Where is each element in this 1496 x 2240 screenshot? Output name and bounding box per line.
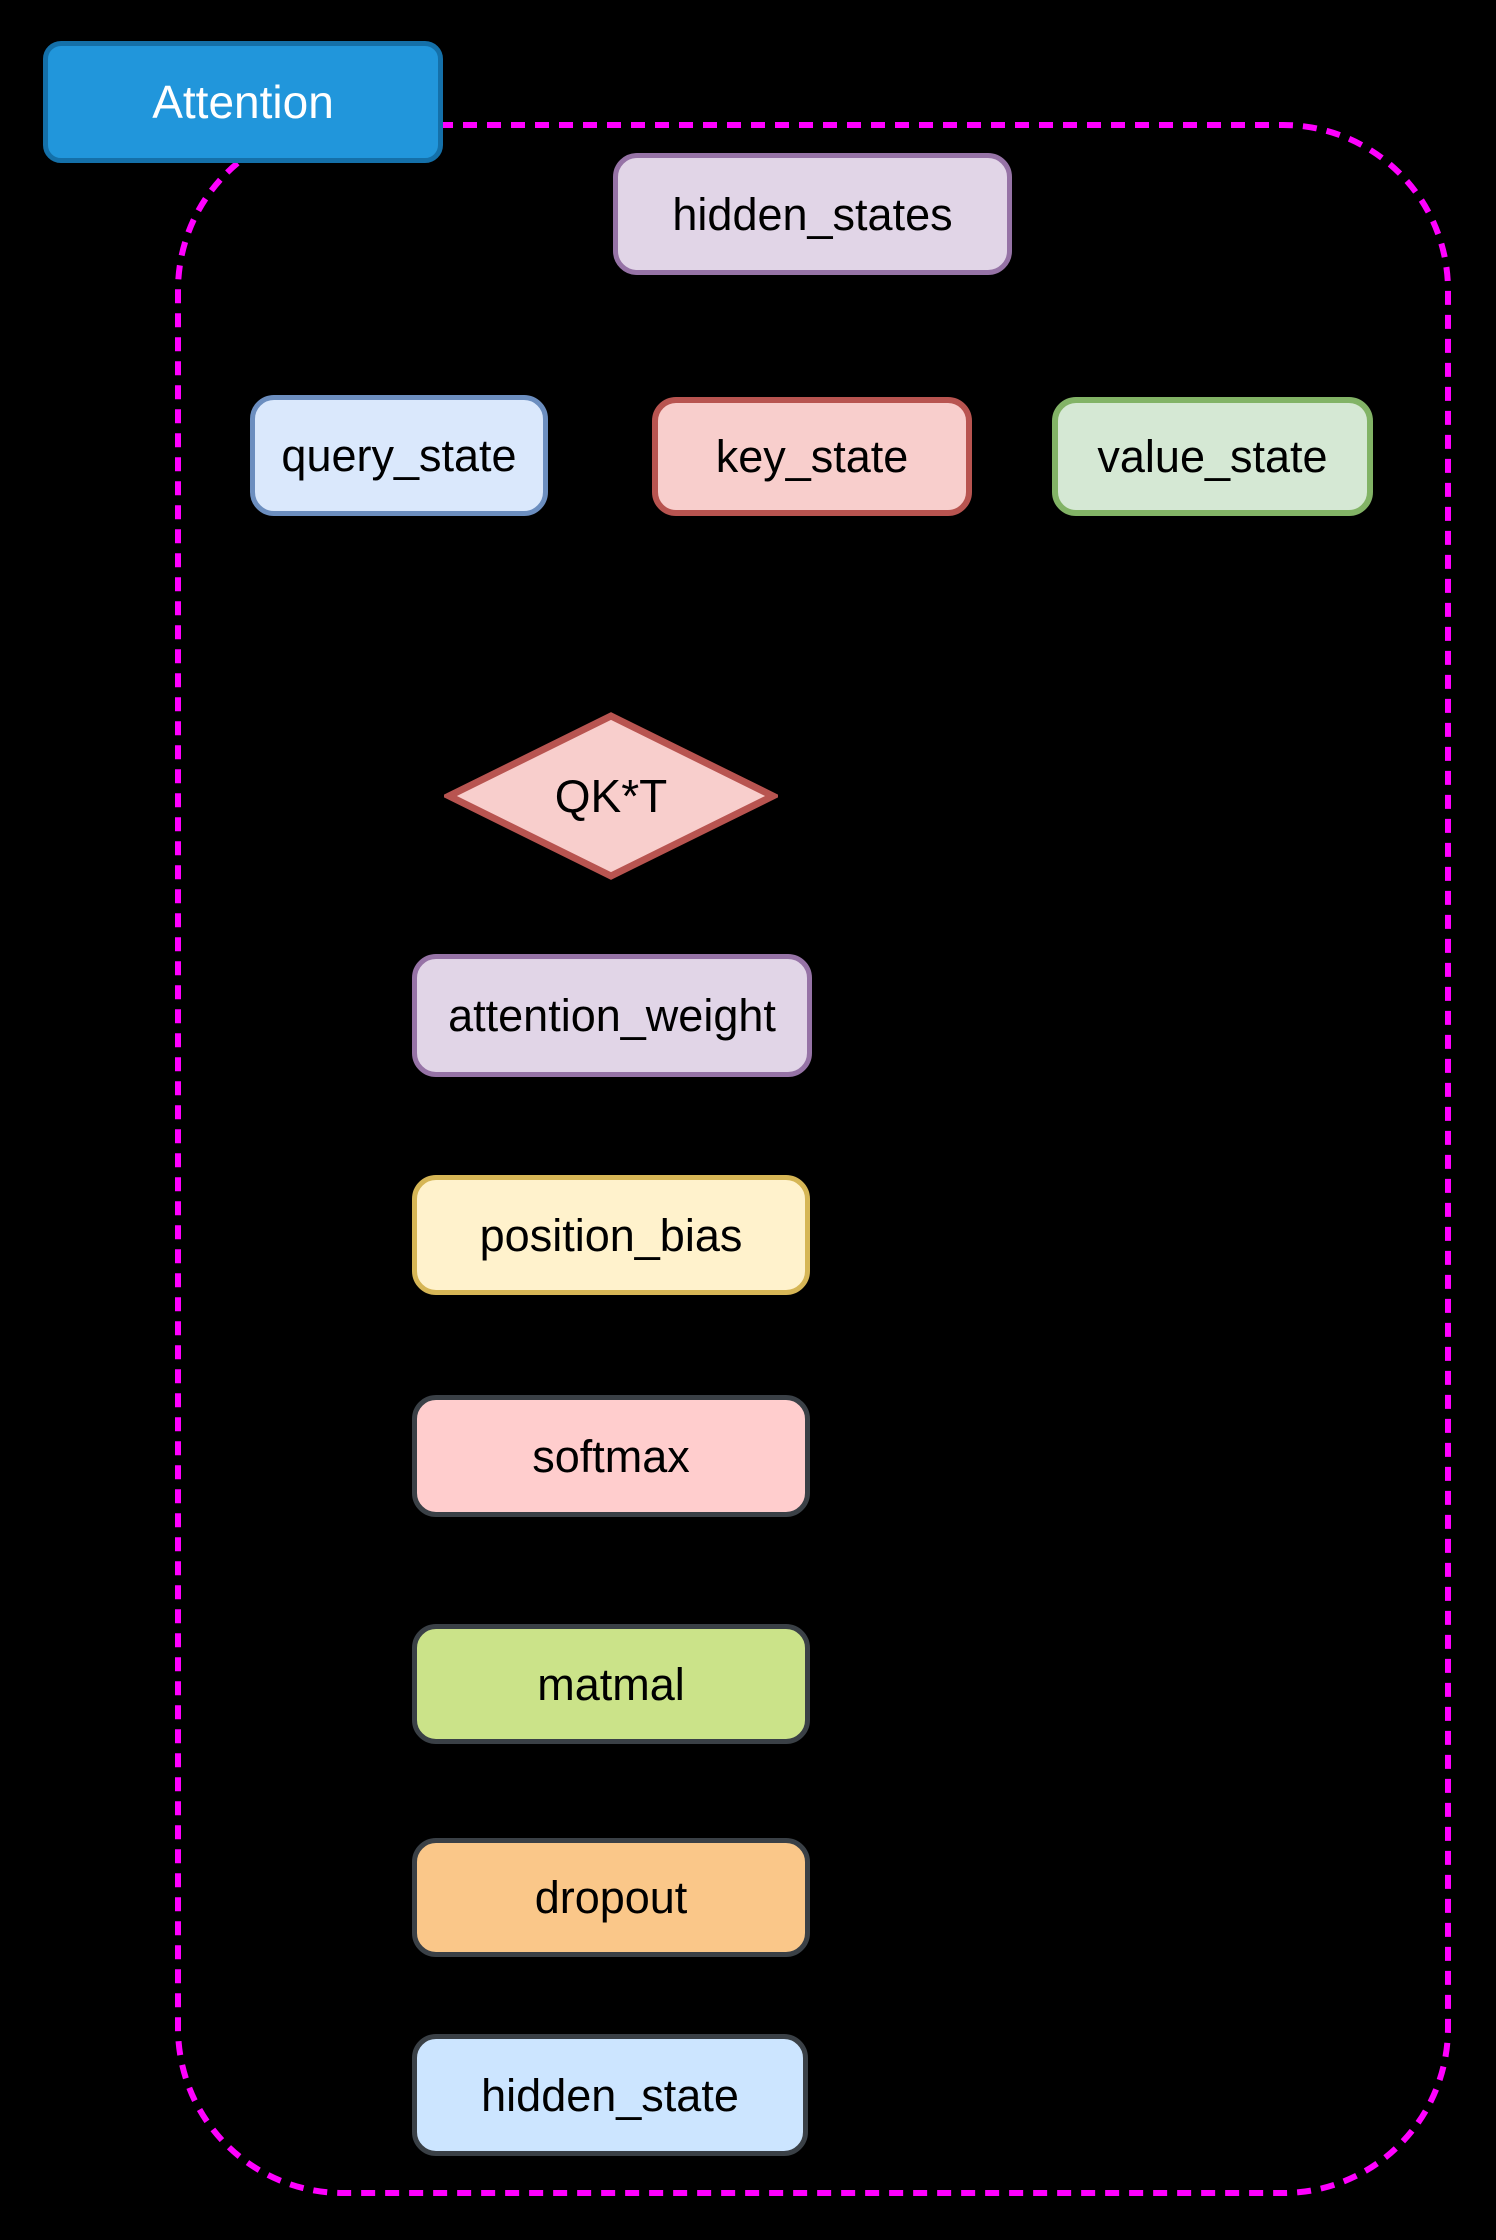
qkt-label: QK*T — [554, 770, 668, 822]
node-query-state: query_state — [250, 395, 548, 516]
node-key-state: key_state — [652, 397, 972, 516]
node-matmal: matmal — [412, 1624, 810, 1744]
node-hidden-state: hidden_state — [412, 2034, 808, 2156]
qkt-diamond-shape — [444, 712, 778, 880]
node-value-state: value_state — [1052, 397, 1373, 516]
node-dropout: dropout — [412, 1838, 810, 1957]
dashed-border — [175, 122, 1451, 2196]
node-position-bias: position_bias — [412, 1175, 810, 1295]
node-hidden-states: hidden_states — [613, 153, 1012, 275]
node-softmax: softmax — [412, 1395, 810, 1517]
attention-group-title: Attention — [43, 41, 443, 163]
qkt-diamond-polygon — [444, 712, 778, 880]
node-qkt-diamond: QK*T — [444, 711, 778, 881]
node-attention-weight: attention_weight — [412, 954, 812, 1077]
